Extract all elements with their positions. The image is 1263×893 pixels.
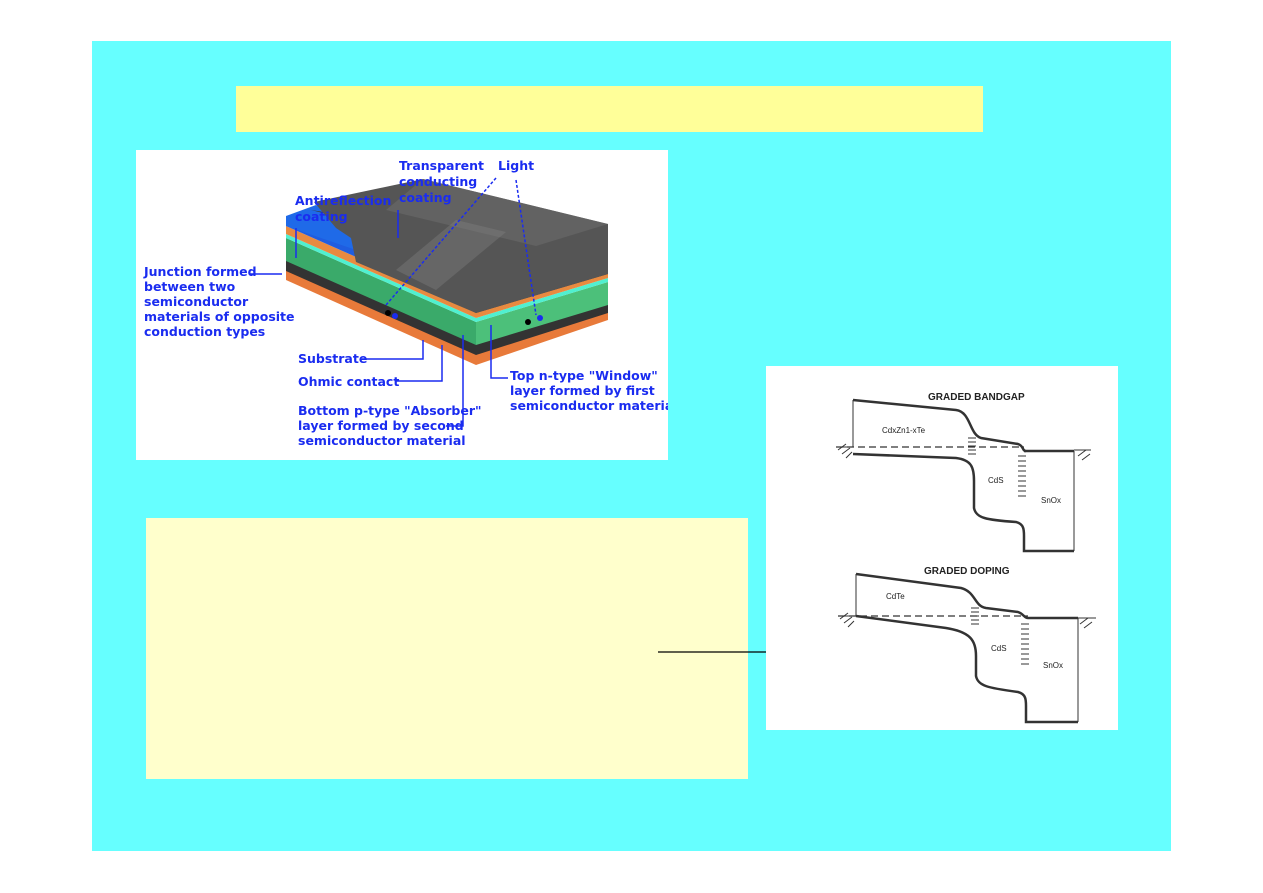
label-junction-1: Junction formed — [143, 264, 257, 279]
label-snox-bottom: SnOx — [1043, 661, 1063, 670]
text-box — [146, 518, 748, 779]
label-cds-top: CdS — [988, 476, 1004, 485]
label-cdznte: CdxZn1-xTe — [882, 426, 926, 435]
label-antireflection-1: Antireflection — [295, 193, 391, 208]
svg-text:Bottom p-type "Absorber"layer: Bottom p-type "Absorber"layer formed by … — [298, 403, 482, 448]
label-cdte: CdTe — [886, 592, 905, 601]
label-window-1: Top n-type "Window" — [510, 368, 658, 383]
label-window-2: layer formed by first — [510, 383, 655, 398]
label-junction-5: conduction types — [144, 324, 265, 339]
label-transparent-1: Transparent — [399, 158, 484, 173]
label-window-3: semiconductor material — [510, 398, 668, 413]
title-graded-doping: GRADED DOPING — [924, 566, 1010, 577]
label-light: Light — [498, 158, 534, 173]
label-snox-top: SnOx — [1041, 496, 1061, 505]
title-box — [236, 86, 983, 132]
label-substrate: Substrate — [298, 351, 367, 366]
label-transparent-3: coating — [399, 190, 452, 205]
svg-text:Top n-type "Window"layer forme: Top n-type "Window"layer formed by first… — [510, 368, 668, 413]
label-absorber-3: semiconductor material — [298, 433, 466, 448]
label-junction-3: semiconductor — [144, 294, 249, 309]
label-transparent-2: conducting — [399, 174, 477, 189]
label-junction-4: materials of opposite — [144, 309, 295, 324]
label-absorber-2: layer formed by second — [298, 418, 464, 433]
label-ohmic: Ohmic contact — [298, 374, 399, 389]
label-antireflection-2: coating — [295, 209, 348, 224]
label-absorber-1: Bottom p-type "Absorber" — [298, 403, 482, 418]
label-cds-bottom: CdS — [991, 644, 1007, 653]
label-junction-2: between two — [144, 279, 236, 294]
title-graded-bandgap: GRADED BANDGAP — [928, 392, 1025, 403]
band-diagram: GRADED BANDGAP CdxZn1-xTe CdS SnOx GRADE… — [766, 366, 1118, 730]
